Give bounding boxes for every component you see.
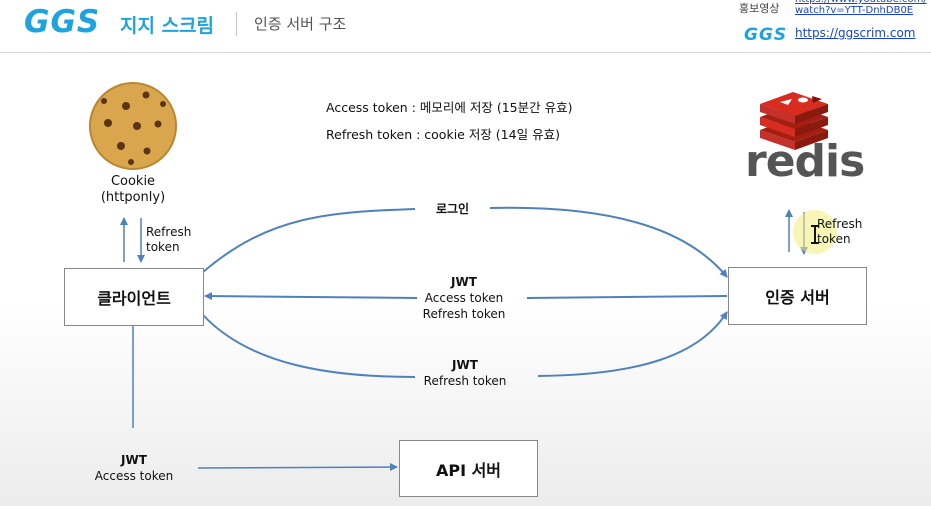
cookie-subtitle: (httponly) bbox=[100, 190, 166, 205]
text-cursor-icon bbox=[811, 225, 819, 244]
jwt-response-arrow bbox=[204, 292, 418, 301]
header-bar bbox=[0, 0, 931, 53]
jwt-response-access: Access token bbox=[424, 291, 504, 305]
cookie-title: Cookie bbox=[110, 174, 156, 189]
jwt-response-refresh: Refresh token bbox=[422, 307, 506, 321]
refresh-arrow-end bbox=[537, 311, 728, 377]
cookie-icon bbox=[89, 82, 177, 170]
login-label: 로그인 bbox=[435, 202, 470, 216]
auth-server-box: 인증 서버 bbox=[728, 267, 867, 325]
redis-refresh-label-2: token bbox=[817, 232, 851, 246]
jwt-response-line bbox=[526, 295, 728, 299]
redis-logo-icon bbox=[760, 92, 828, 150]
jwt-refresh-token: Refresh token bbox=[423, 374, 507, 388]
brand-name: 지지 스크림 bbox=[120, 15, 215, 37]
client-box: 클라이언트 bbox=[64, 268, 204, 326]
site-link[interactable]: https://ggscrim.com bbox=[795, 26, 916, 40]
jwt-api-title: JWT bbox=[121, 453, 147, 467]
promo-label: 홍보영상 bbox=[739, 2, 780, 15]
jwt-refresh-title: JWT bbox=[452, 358, 478, 372]
redis-refresh-label-1: Refresh bbox=[817, 217, 863, 231]
login-arrow bbox=[202, 208, 416, 273]
youtube-link[interactable]: https://www.youtube.com/watch?v=YTT-DnhD… bbox=[795, 0, 927, 16]
login-arrow-end bbox=[489, 206, 728, 278]
api-arrow bbox=[197, 463, 398, 472]
refresh-arrow bbox=[202, 314, 416, 378]
jwt-response-title: JWT bbox=[451, 275, 477, 289]
ggs-logo[interactable]: GGS bbox=[24, 4, 101, 40]
cookie-refresh-label-1: Refresh bbox=[146, 225, 192, 239]
header-divider bbox=[236, 12, 237, 36]
api-server-box: API 서버 bbox=[399, 440, 538, 497]
access-token-note: Access token : 메모리에 저장 (15분간 유효) bbox=[326, 100, 573, 115]
redis-wordmark: redis bbox=[745, 136, 865, 187]
ggs-logo-small: GGS bbox=[744, 25, 788, 45]
jwt-api-access: Access token bbox=[94, 469, 174, 483]
refresh-token-note: Refresh token : cookie 저장 (14일 유효) bbox=[326, 127, 560, 142]
cookie-refresh-label-2: token bbox=[146, 240, 180, 254]
page-title: 인증 서버 구조 bbox=[254, 15, 347, 33]
